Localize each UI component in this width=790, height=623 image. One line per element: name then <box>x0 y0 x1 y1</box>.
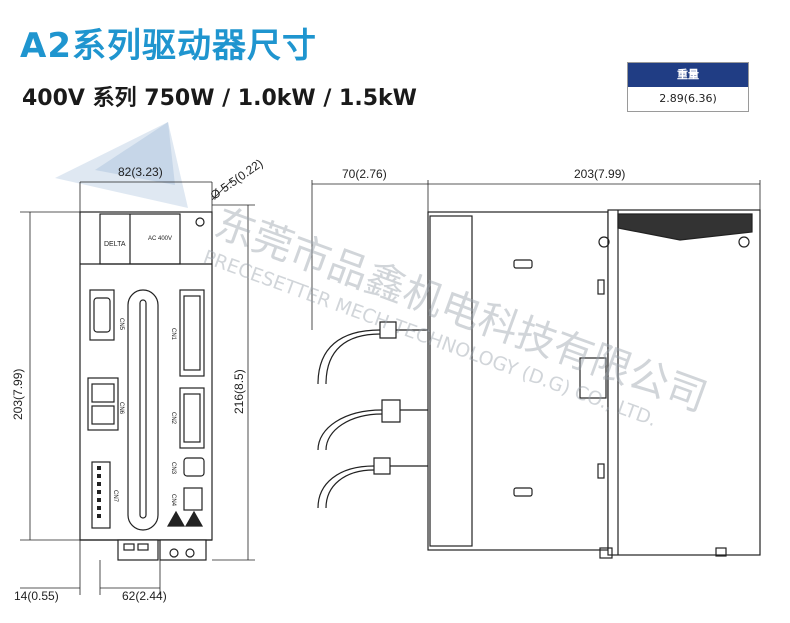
weight-table-value: 2.89(6.36) <box>628 87 748 111</box>
watermark-triangle <box>55 122 188 208</box>
front-connector-cn6 <box>87 377 119 431</box>
front-connector-cn4 <box>183 487 203 511</box>
front-led-slot <box>127 289 159 531</box>
label-cn6: CN6 <box>118 402 124 415</box>
weight-table: 重量 2.89(6.36) <box>627 62 749 112</box>
label-cn3: CN3 <box>170 462 176 475</box>
warning-icon-2 <box>184 510 204 527</box>
dim-bottom-offset: 14(0.55) <box>14 589 59 603</box>
dim-side-connector-depth: 70(2.76) <box>342 167 387 181</box>
dim-front-height-left: 203(7.99) <box>11 369 25 420</box>
label-cn1: CN1 <box>170 328 176 341</box>
front-connector-cn2 <box>179 387 205 449</box>
label-cn7: CN7 <box>112 490 118 503</box>
weight-table-header: 重量 <box>628 63 748 87</box>
front-brand-label: DELTA <box>104 241 126 248</box>
side-cables <box>317 321 428 509</box>
page-title: A2系列驱动器尺寸 <box>20 26 317 66</box>
front-model-label: AC 400V <box>148 236 172 242</box>
front-connector-cn7 <box>91 461 111 529</box>
front-top-cover <box>99 213 181 265</box>
dim-hole-diameter: Ø 5.5(0.22) <box>208 156 266 202</box>
heatsink-fins <box>617 213 753 241</box>
front-connector-cn5 <box>89 289 115 341</box>
label-cn5: CN5 <box>118 318 124 331</box>
warning-icon <box>166 510 186 527</box>
front-connector-cn1 <box>179 289 205 377</box>
dim-bottom-span: 62(2.44) <box>122 589 167 603</box>
front-connector-cn3 <box>183 457 205 477</box>
label-cn4: CN4 <box>170 494 176 507</box>
dim-side-depth: 203(7.99) <box>574 167 625 181</box>
page-subtitle: 400V 系列 750W / 1.0kW / 1.5kW <box>22 86 417 111</box>
side-view <box>427 209 761 559</box>
watermark-triangle-inner <box>95 122 175 185</box>
mounting-hole <box>195 217 205 227</box>
side-heatsink <box>607 209 761 556</box>
dim-front-width: 82(3.23) <box>118 165 163 179</box>
label-cn2: CN2 <box>170 412 176 425</box>
dim-front-height-right: 216(8.5) <box>232 369 246 414</box>
front-view <box>79 211 213 561</box>
